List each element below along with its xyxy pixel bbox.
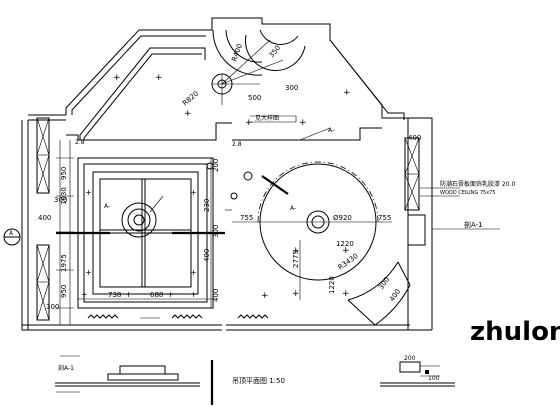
svg-text:+: + xyxy=(190,188,197,197)
right-cabinet xyxy=(404,137,420,211)
left-dimensions: 950 1030 300 400 950 1975 300 xyxy=(38,140,74,325)
dim-400-mid: 400 xyxy=(212,289,220,302)
callouts: 防潮石膏板面饰乳胶漆 20.0 WOOD CEILING 75x75 剖A-1 … xyxy=(75,127,515,230)
dim-1220: 1220 xyxy=(336,240,354,248)
sheet-title: 吊顶平面图 1:50 xyxy=(232,377,285,385)
dim-300-mid: 300 xyxy=(212,225,220,238)
dim-r820: R820 xyxy=(181,90,200,108)
left-cabinet-lower xyxy=(36,244,50,321)
dim-6920: Ø920 xyxy=(333,214,352,222)
coffer-bottom-dimensions: 738 688 + + + + + + + + xyxy=(78,188,213,300)
break-lines xyxy=(87,314,269,319)
svg-text:+: + xyxy=(190,290,197,299)
coffer-right-dimensions: 200 230 300 400 400 xyxy=(203,158,220,308)
outer-walls xyxy=(21,17,433,331)
svg-text:+: + xyxy=(85,268,92,277)
svg-text:+: + xyxy=(292,246,300,256)
dim-200-a: 200 xyxy=(212,159,220,172)
dim-300-top: 300 xyxy=(285,84,298,92)
cabinet-note: 防潮石膏板面饰乳胶漆 20.0 xyxy=(440,180,515,188)
dim-400-top-right: 400 xyxy=(408,134,421,142)
dim-300-left: 300 xyxy=(54,196,67,204)
level-mark-right: 2.8 xyxy=(75,139,85,146)
left-bubble: A xyxy=(3,228,21,246)
ceiling-lamps: + + + + + + + + + + + xyxy=(113,73,351,301)
dim-200-section: 200 xyxy=(404,355,416,362)
dim-300-bottom: 300 xyxy=(46,303,59,311)
dim-400-left: 400 xyxy=(38,214,51,222)
svg-text:+: + xyxy=(299,118,307,128)
bottom-left-detail: 剖A-1 xyxy=(55,355,200,393)
dim-100-section: 100 xyxy=(428,375,440,382)
center-mark: A- xyxy=(290,205,296,212)
section-mark: 剖A-1 xyxy=(464,220,483,229)
left-cabinet-upper xyxy=(36,117,50,194)
level-mark-left: 2.8 xyxy=(232,141,242,148)
svg-text:+: + xyxy=(190,268,197,277)
dim-688: 688 xyxy=(150,291,163,299)
dim-400-right-a: 400 xyxy=(203,249,211,262)
top-arc-dimensions: R820 500 R400 350 300 见大样图 xyxy=(181,43,298,123)
svg-text:+: + xyxy=(155,73,163,83)
dim-2775: 2775 xyxy=(292,250,300,268)
callout-top: 见大样图 xyxy=(255,114,279,122)
dim-350: 350 xyxy=(267,44,282,59)
svg-text:+: + xyxy=(343,88,351,98)
dim-738: 738 xyxy=(108,291,121,299)
svg-text:+: + xyxy=(167,290,174,299)
dim-950-lower: 950 xyxy=(60,285,68,298)
bottom-right-detail: 200 100 xyxy=(380,355,455,387)
svg-text:+: + xyxy=(261,291,269,301)
svg-text:+: + xyxy=(125,290,132,299)
dim-755-left: 755 xyxy=(240,214,253,222)
watermark: zhulong xyxy=(470,317,560,347)
left-center-mark: A- xyxy=(104,203,110,210)
round-ceiling xyxy=(257,161,411,326)
svg-text:+: + xyxy=(184,109,192,119)
svg-text:+: + xyxy=(113,73,121,83)
dim-r400: R400 xyxy=(230,43,244,63)
svg-text:+: + xyxy=(245,118,253,128)
dim-500: 500 xyxy=(248,94,261,102)
bottom-label: 剖A-1 xyxy=(58,364,74,372)
dim-950-upper: 950 xyxy=(60,167,68,180)
dim-1030: 1030 xyxy=(60,187,68,205)
svg-text:+: + xyxy=(342,289,350,299)
svg-text:+: + xyxy=(292,289,300,299)
dim-755-right: 755 xyxy=(378,214,391,222)
svg-text:+: + xyxy=(81,290,88,299)
dim-1220-b: 1220 xyxy=(328,276,336,294)
left-bubble-label: A xyxy=(9,230,14,237)
svg-text:+: + xyxy=(342,246,350,256)
svg-text:+: + xyxy=(85,188,92,197)
square-coffer xyxy=(56,157,225,309)
small-mark: A- xyxy=(328,127,334,134)
dim-300-r: 300 xyxy=(377,276,391,292)
cabinet-note-2: WOOD CEILING 75x75 xyxy=(440,190,496,196)
top-arc-feature xyxy=(211,29,306,105)
dim-1975: 1975 xyxy=(60,254,68,272)
dim-230: 230 xyxy=(203,199,211,212)
